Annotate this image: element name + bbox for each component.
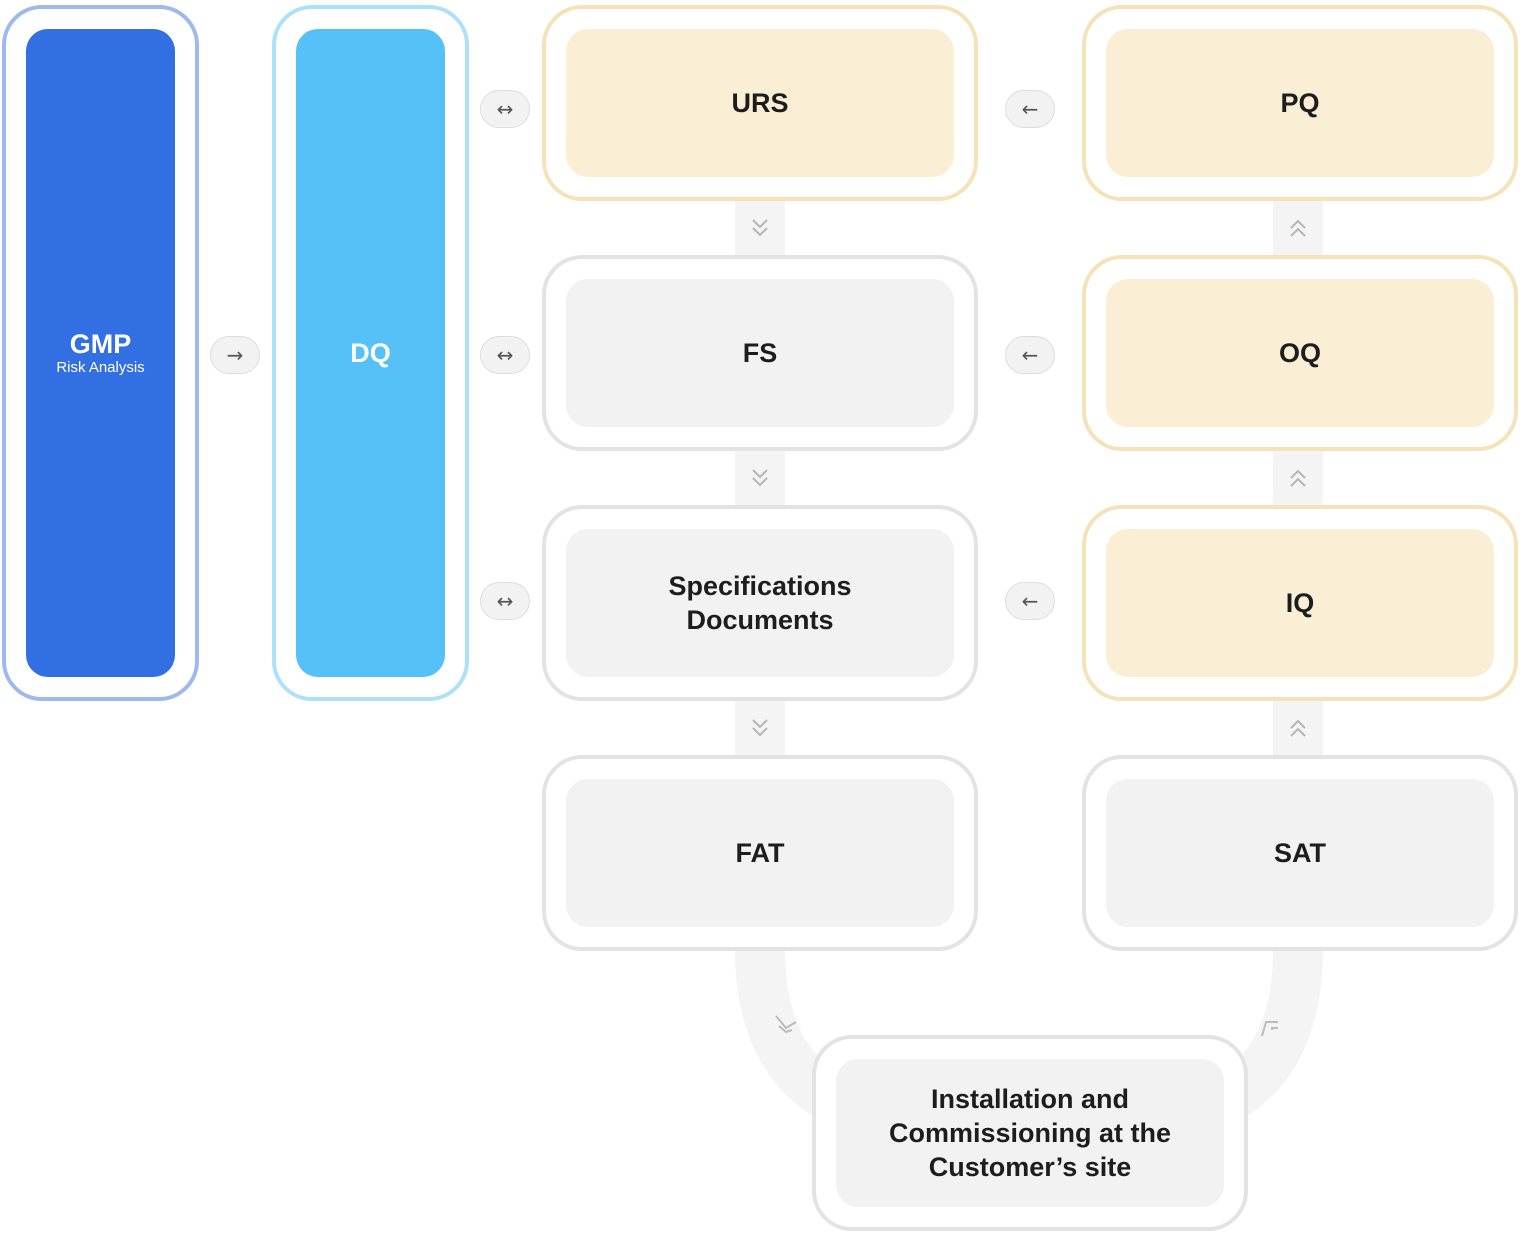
sat-inner: SAT [1106,779,1494,927]
pq-box: PQ [1082,5,1518,201]
pq-label: PQ [1280,88,1320,118]
connector-specs-fat [735,701,785,755]
chevron-double-up-icon [1290,219,1306,237]
gmp-inner: GMP Risk Analysis [26,29,175,677]
urs-inner: URS [566,29,954,177]
specifications-documents-box: Specifications Documents [542,505,978,701]
connector-iq-oq [1273,451,1323,505]
bottom-label-line2: Commissioning at the [888,1118,1172,1148]
pq-inner: PQ [1106,29,1494,177]
gmp-title: GMP [69,329,132,359]
connector-sat-iq [1273,701,1323,755]
arrow-left-icon-oq: ← [1005,336,1055,374]
fat-inner: FAT [566,779,954,927]
chevron-double-down-icon [752,719,768,737]
arrow-both-icon-specs: ↔ [480,582,530,620]
chevron-up-right-icon [1261,1021,1278,1037]
connector-fs-specs [735,451,785,505]
fat-box: FAT [542,755,978,951]
gmp-subtitle: Risk Analysis [56,359,145,376]
connector-oq-pq [1273,201,1323,255]
arrow-right-icon: → [210,336,260,374]
chevron-double-down-icon [752,469,768,487]
dq-label: DQ [350,338,391,368]
fs-label: FS [742,338,778,368]
bottom-label-line1: Installation and [930,1084,1130,1114]
urs-label: URS [731,88,789,118]
sat-box: SAT [1082,755,1518,951]
oq-label: OQ [1278,338,1321,368]
specifications-documents-inner: Specifications Documents [566,529,954,677]
oq-box: OQ [1082,255,1518,451]
dq-inner: DQ [296,29,445,677]
arrow-both-icon-fs: ↔ [480,336,530,374]
urs-box: URS [542,5,978,201]
iq-label: IQ [1285,588,1315,618]
arrow-both-icon-urs: ↔ [480,90,530,128]
specs-label-line2: Documents [686,605,834,635]
installation-commissioning-box: Installation and Commissioning at the Cu… [812,1035,1248,1231]
bottom-label-line3: Customer’s site [928,1152,1132,1182]
gmp-box: GMP Risk Analysis [2,5,199,701]
connector-urs-fs [735,201,785,255]
chevron-double-down-icon [752,219,768,237]
sat-label: SAT [1274,838,1326,868]
arrow-left-icon-pq: ← [1005,90,1055,128]
iq-box: IQ [1082,505,1518,701]
iq-inner: IQ [1106,529,1494,677]
chevron-double-up-icon [1290,719,1306,737]
chevron-double-up-icon [1290,469,1306,487]
fs-inner: FS [566,279,954,427]
fs-box: FS [542,255,978,451]
dq-box: DQ [272,5,469,701]
installation-commissioning-inner: Installation and Commissioning at the Cu… [836,1059,1224,1207]
fat-label: FAT [735,838,785,868]
specs-label-line1: Specifications [668,571,852,601]
chevron-down-left-icon [775,1015,797,1034]
arrow-left-icon-iq: ← [1005,582,1055,620]
oq-inner: OQ [1106,279,1494,427]
